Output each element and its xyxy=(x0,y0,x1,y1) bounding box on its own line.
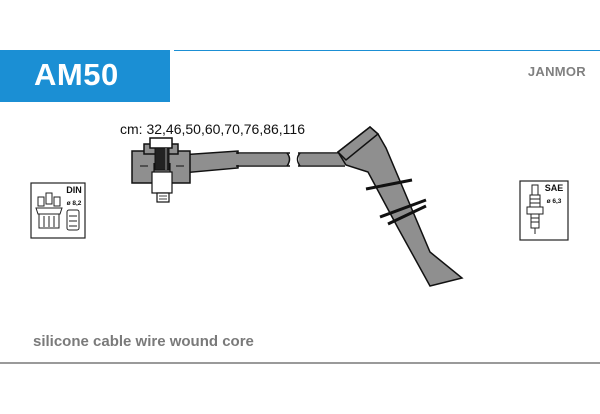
distributor-cap-icon xyxy=(35,192,63,229)
spark-plug-icon xyxy=(526,184,544,234)
sae-label: SAE xyxy=(545,183,564,193)
spark-plug-boot-icon xyxy=(66,209,80,231)
sae-badge: SAE ø 6,3 xyxy=(519,180,569,241)
cable-segment-left xyxy=(236,152,291,167)
sae-diameter: ø 6,3 xyxy=(547,198,562,205)
din-diameter: ø 8,2 xyxy=(67,200,82,207)
din-badge: DIN ø 8,2 xyxy=(30,182,86,239)
spark-plug-boot xyxy=(336,126,464,287)
footer-rule xyxy=(0,362,600,364)
header-rule xyxy=(174,50,600,51)
cable-lengths-label: cm: 32,46,50,60,70,76,86,116 xyxy=(120,121,305,137)
part-code-banner xyxy=(0,50,170,102)
brand-name: JANMOR xyxy=(527,64,586,79)
part-code: AM50 xyxy=(34,57,119,92)
cable-description: silicone cable wire wound core xyxy=(33,333,254,350)
distributor-connector-icon xyxy=(131,137,239,203)
din-label: DIN xyxy=(66,185,82,195)
